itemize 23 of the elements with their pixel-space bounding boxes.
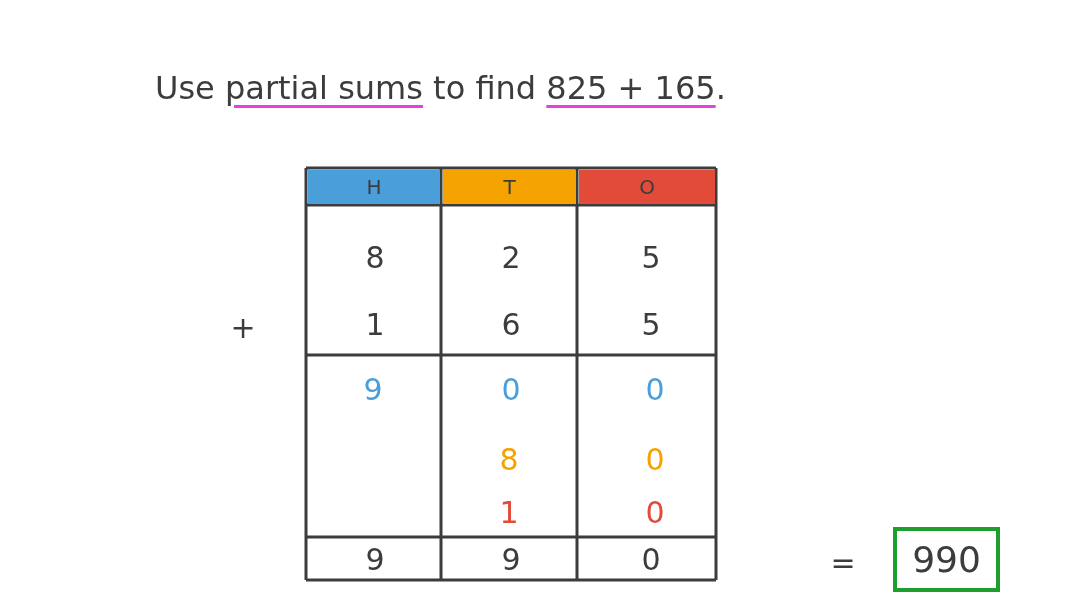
digit: 0 bbox=[640, 542, 662, 578]
plus-sign: + bbox=[229, 310, 257, 346]
digit: 0 bbox=[644, 495, 666, 531]
digit: 8 bbox=[498, 442, 520, 478]
question-text: Use partial sums to find 825 + 165. bbox=[155, 68, 726, 109]
answer-box: 990 bbox=[893, 527, 1000, 592]
column-header: H bbox=[308, 170, 440, 204]
digit: 9 bbox=[364, 542, 386, 578]
digit: 6 bbox=[500, 307, 522, 343]
digit: 0 bbox=[500, 372, 522, 408]
digit: 5 bbox=[640, 240, 662, 276]
digit: 8 bbox=[364, 240, 386, 276]
digit: 9 bbox=[500, 542, 522, 578]
digit: 9 bbox=[362, 372, 384, 408]
column-header: T bbox=[443, 170, 576, 204]
digit: 0 bbox=[644, 442, 666, 478]
digit: 0 bbox=[644, 372, 666, 408]
digit: 5 bbox=[640, 307, 662, 343]
equals-sign: = bbox=[829, 545, 857, 581]
digit: 2 bbox=[500, 240, 522, 276]
column-header: O bbox=[579, 170, 715, 204]
digit: 1 bbox=[498, 495, 520, 531]
digit: 1 bbox=[364, 307, 386, 343]
